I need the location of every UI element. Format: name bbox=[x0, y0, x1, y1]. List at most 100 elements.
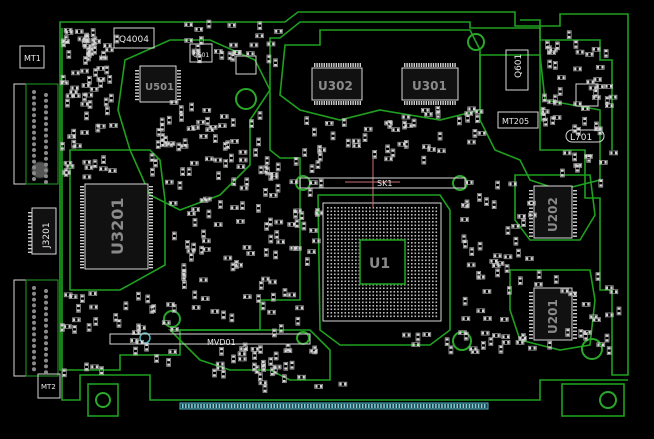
u3201-pin bbox=[80, 198, 84, 200]
j3201-pin bbox=[28, 244, 32, 246]
smd-pad bbox=[259, 346, 262, 349]
smd-pad bbox=[66, 104, 69, 107]
smd-pad bbox=[598, 78, 601, 81]
smd-pad bbox=[318, 158, 322, 161]
bga-ball bbox=[327, 294, 329, 297]
smd-pad bbox=[222, 375, 225, 378]
smd-pad bbox=[93, 51, 97, 54]
u3201-pin bbox=[149, 189, 153, 191]
bga-ball bbox=[351, 315, 354, 318]
smd-outline bbox=[107, 75, 113, 84]
bga-ball bbox=[428, 221, 431, 223]
smd-pad bbox=[403, 142, 406, 146]
smd-outline bbox=[99, 55, 108, 61]
bga-ball bbox=[425, 228, 427, 230]
bga-ball bbox=[348, 252, 350, 255]
bga-ball bbox=[418, 207, 420, 209]
smd-pad bbox=[519, 337, 522, 340]
smd-outline bbox=[196, 119, 205, 125]
smd-pad bbox=[312, 133, 316, 136]
l701-outline bbox=[565, 129, 605, 143]
smd-outline bbox=[560, 168, 565, 178]
smd-pad bbox=[236, 220, 240, 223]
bga-ball bbox=[390, 308, 392, 311]
bga-ball bbox=[341, 224, 343, 227]
smd-pad bbox=[150, 154, 154, 157]
smd-pad bbox=[494, 254, 497, 258]
smd-pad bbox=[221, 362, 224, 366]
smd-outline bbox=[166, 358, 171, 367]
smd-pad bbox=[256, 347, 259, 351]
smd-outline bbox=[557, 75, 566, 80]
bga-ball bbox=[355, 284, 357, 286]
smd-pad bbox=[172, 142, 175, 145]
u302-pin bbox=[357, 63, 359, 67]
smd-pad bbox=[64, 40, 68, 43]
bga-ball bbox=[362, 224, 364, 227]
smd-pad bbox=[457, 122, 461, 125]
smd-pad bbox=[403, 333, 406, 337]
smd-part bbox=[168, 200, 178, 206]
smd-pad bbox=[196, 49, 200, 52]
bga-ball bbox=[344, 221, 347, 223]
bga-ball bbox=[411, 305, 413, 307]
smd-outline bbox=[525, 256, 534, 261]
u501-pin bbox=[135, 89, 139, 91]
u3201-pin bbox=[149, 219, 153, 221]
bga-ball bbox=[428, 284, 431, 286]
bga-ball bbox=[414, 305, 417, 307]
u201-pin bbox=[529, 316, 533, 318]
smd-part bbox=[266, 54, 272, 64]
smd-pad bbox=[605, 84, 608, 88]
smd-pad bbox=[93, 164, 97, 168]
bga-ball bbox=[379, 224, 382, 227]
bga-ball bbox=[379, 298, 382, 300]
smd-pad bbox=[597, 343, 600, 347]
bga-ball bbox=[397, 287, 399, 290]
bga-ball bbox=[327, 210, 329, 213]
smd-outline bbox=[66, 50, 72, 59]
smd-pad bbox=[157, 133, 161, 136]
smd-pad bbox=[552, 51, 556, 54]
bga-ball bbox=[435, 217, 438, 220]
smd-part bbox=[186, 167, 192, 177]
smd-part bbox=[475, 114, 480, 124]
smd-pad bbox=[102, 124, 105, 128]
smd-pad bbox=[154, 159, 157, 162]
smd-pad bbox=[596, 273, 600, 276]
smd-part bbox=[505, 226, 511, 235]
bga-ball bbox=[341, 238, 343, 241]
smd-pad bbox=[167, 321, 170, 325]
bga-ball bbox=[327, 214, 329, 216]
bga-ball bbox=[358, 294, 361, 297]
smd-pad bbox=[231, 206, 234, 210]
smd-pad bbox=[461, 203, 465, 207]
bga-ball bbox=[327, 287, 329, 290]
mvd01-outline bbox=[109, 333, 311, 345]
smd-part bbox=[476, 274, 486, 280]
smd-pad bbox=[551, 117, 555, 120]
smd-pad bbox=[260, 34, 263, 38]
smd-part bbox=[205, 127, 215, 132]
smd-pad bbox=[187, 127, 190, 131]
smd-pad bbox=[142, 326, 146, 330]
bga-ball bbox=[425, 252, 427, 255]
smd-part bbox=[204, 156, 214, 162]
smd-outline bbox=[256, 137, 261, 147]
bga-ball bbox=[355, 312, 357, 314]
edge-pin bbox=[304, 404, 306, 408]
u3201-outline bbox=[84, 183, 149, 270]
smd-part bbox=[70, 85, 80, 91]
bga-ball bbox=[432, 228, 434, 230]
bga-ball bbox=[372, 224, 375, 227]
smd-pad bbox=[614, 151, 618, 155]
smd-pad bbox=[137, 329, 140, 332]
smd-part bbox=[572, 124, 578, 134]
q502-outline bbox=[235, 55, 257, 75]
smd-pad bbox=[174, 201, 177, 205]
smd-part bbox=[114, 34, 120, 44]
connector-pad bbox=[44, 289, 48, 293]
smd-pad bbox=[472, 140, 475, 144]
smd-part bbox=[218, 123, 227, 128]
smd-pad bbox=[243, 246, 246, 249]
